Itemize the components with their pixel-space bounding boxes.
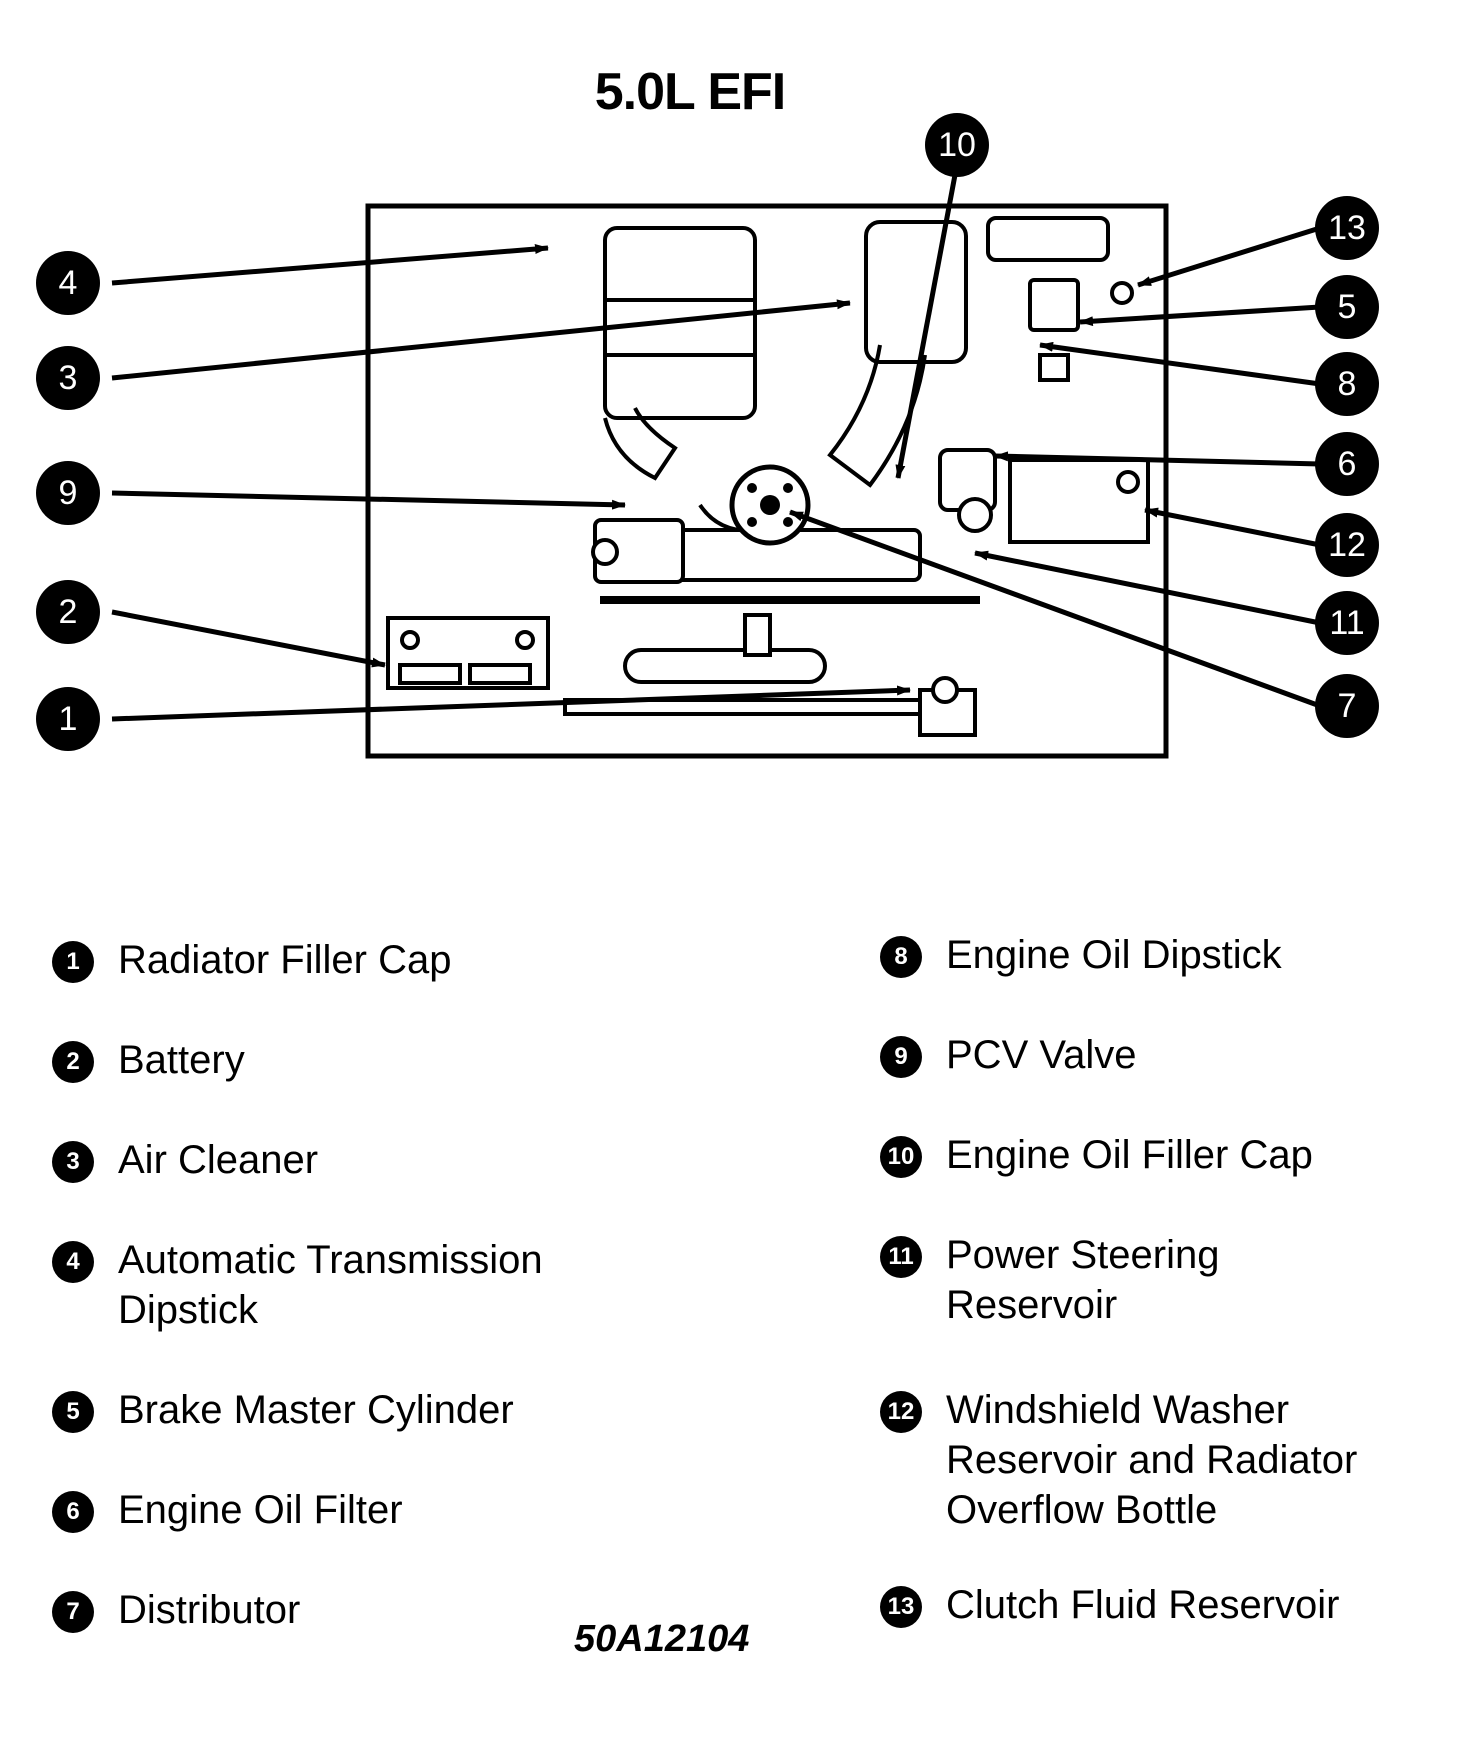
legend-label: Brake Master Cylinder <box>118 1388 514 1432</box>
svg-text:13: 13 <box>1328 209 1366 247</box>
callout-13: 13 <box>1315 196 1379 260</box>
legend-number: 5 <box>52 1391 94 1433</box>
svg-text:8: 8 <box>1338 365 1357 403</box>
legend-number: 10 <box>880 1136 922 1178</box>
legend-item-7: 7 Distributor <box>52 1585 618 1635</box>
legend-item-8: 8 Engine Oil Dipstick <box>880 930 1446 980</box>
legend-number: 3 <box>52 1141 94 1183</box>
callout-11: 11 <box>1315 591 1379 655</box>
legend-number: 4 <box>52 1241 94 1283</box>
legend-label: Engine Oil Filler Cap <box>946 1133 1313 1177</box>
legend-item-4: 4 Automatic Transmission Dipstick <box>52 1235 618 1335</box>
legend-item-6: 6 Engine Oil Filter <box>52 1485 618 1535</box>
callout-12: 12 <box>1315 513 1379 577</box>
svg-text:3: 3 <box>59 359 78 397</box>
legend-item-13: 13 Clutch Fluid Reservoir <box>880 1580 1446 1630</box>
legend-item-11: 11 Power Steering Reservoir <box>880 1230 1446 1330</box>
fan-shape <box>563 613 977 737</box>
legend-label: Power Steering Reservoir <box>946 1233 1220 1327</box>
callout-5: 5 <box>1315 275 1379 339</box>
legend-label: Engine Oil Filter <box>118 1488 403 1532</box>
svg-text:9: 9 <box>59 474 78 512</box>
leader-lines <box>111 174 1321 722</box>
diagram-title: 5.0L EFI <box>594 63 786 121</box>
legend-number: 2 <box>52 1041 94 1083</box>
legend-number: 11 <box>880 1236 922 1278</box>
legend-number: 9 <box>880 1036 922 1078</box>
figure-code: 50A12104 <box>574 1618 750 1660</box>
callout-4: 4 <box>36 251 100 315</box>
legend-item-9: 9 PCV Valve <box>880 1030 1446 1080</box>
legend-number: 12 <box>880 1391 922 1433</box>
legend-number: 1 <box>52 941 94 983</box>
svg-text:5: 5 <box>1338 288 1357 326</box>
legend-item-2: 2 Battery <box>52 1035 618 1085</box>
callout-6: 6 <box>1315 432 1379 496</box>
legend-label: Engine Oil Dipstick <box>946 933 1282 977</box>
battery-shape <box>386 616 550 690</box>
callout-3: 3 <box>36 346 100 410</box>
legend-label: Automatic Transmission Dipstick <box>118 1238 543 1332</box>
legend-number: 13 <box>880 1586 922 1628</box>
air-cleaner-shape <box>603 220 968 488</box>
legend-label: Windshield Washer Reservoir and Radiator… <box>946 1388 1358 1532</box>
legend-label: PCV Valve <box>946 1033 1137 1077</box>
legend-label: Distributor <box>118 1588 301 1632</box>
legend-item-3: 3 Air Cleaner <box>52 1135 618 1185</box>
legend-number: 8 <box>880 936 922 978</box>
legend-label: Battery <box>118 1038 245 1082</box>
callout-1: 1 <box>36 687 100 751</box>
legend-label: Air Cleaner <box>118 1138 319 1182</box>
legend-label: Radiator Filler Cap <box>118 938 452 982</box>
legend-item-5: 5 Brake Master Cylinder <box>52 1385 618 1435</box>
legend-number: 7 <box>52 1591 94 1633</box>
callout-2: 2 <box>36 580 100 644</box>
legend-item-1: 1 Radiator Filler Cap <box>52 935 618 985</box>
distributor-shape <box>729 464 811 546</box>
callout-8: 8 <box>1315 352 1379 416</box>
legend-number: 6 <box>52 1491 94 1533</box>
legend-item-10: 10 Engine Oil Filler Cap <box>880 1130 1446 1180</box>
oil-filter-shape <box>938 448 997 533</box>
washer-reservoir-shape <box>1008 458 1150 544</box>
callout-10: 10 <box>925 113 989 177</box>
svg-text:1: 1 <box>59 700 78 738</box>
callout-9: 9 <box>36 461 100 525</box>
svg-text:6: 6 <box>1338 445 1357 483</box>
pcv-valve-shape <box>591 518 685 584</box>
legend-item-12: 12 Windshield Washer Reservoir and Radia… <box>880 1385 1446 1535</box>
legend-label: Clutch Fluid Reservoir <box>946 1583 1340 1627</box>
svg-text:7: 7 <box>1338 687 1357 725</box>
svg-text:2: 2 <box>59 593 78 631</box>
svg-text:10: 10 <box>938 126 976 164</box>
callout-7: 7 <box>1315 674 1379 738</box>
svg-text:4: 4 <box>59 264 78 302</box>
svg-text:12: 12 <box>1328 526 1366 564</box>
engine-bay-frame <box>365 203 1169 759</box>
brake-master-cylinder-shape <box>986 216 1134 382</box>
svg-text:11: 11 <box>1329 604 1364 642</box>
engine-compartment-diagram: 1 2 3 4 5 6 7 8 9 10 11 12 13 <box>36 113 1379 759</box>
